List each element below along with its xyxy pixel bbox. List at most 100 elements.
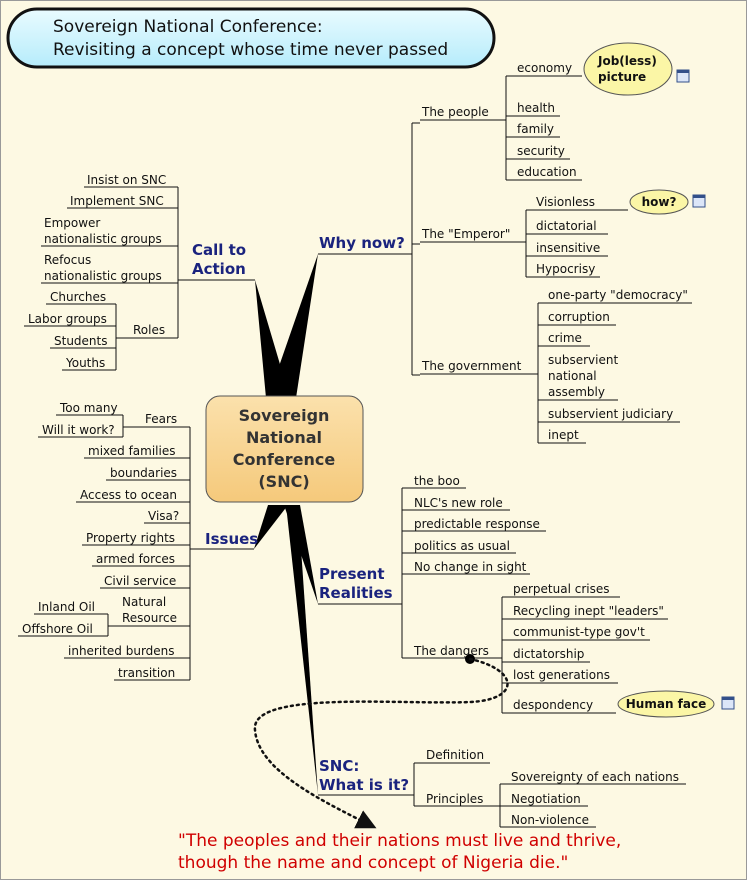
item-non-violence[interactable]: Non-violence <box>511 813 589 827</box>
item-offshore-oil[interactable]: Offshore Oil <box>22 622 93 636</box>
subtopic-roles[interactable]: Roles <box>133 323 165 337</box>
topic-snc[interactable]: SNC: <box>319 757 359 775</box>
branch-call-to-action: Call to Action Insist on SNC Implement S… <box>24 173 255 371</box>
topic-issues[interactable]: Issues <box>205 530 258 548</box>
subtopic-fears[interactable]: Fears <box>145 412 177 426</box>
topic-call-to-action-2[interactable]: Action <box>192 260 246 278</box>
quote-line-2: though the name and concept of Nigeria d… <box>178 853 568 873</box>
svg-text:Human face: Human face <box>626 697 706 711</box>
item-property-rights[interactable]: Property rights <box>86 531 175 545</box>
branch-why-now: Why now? The people economy health famil… <box>318 42 706 444</box>
item-the-boo[interactable]: the boo <box>414 474 460 488</box>
bubble-human-face[interactable]: Human face <box>617 690 715 718</box>
subtopic-the-emperor[interactable]: The "Emperor" <box>421 227 510 241</box>
item-inept[interactable]: inept <box>548 428 579 442</box>
item-labor-groups[interactable]: Labor groups <box>28 312 107 326</box>
bubble-jobless-picture[interactable]: Job(less) picture <box>583 42 673 96</box>
subtopic-the-government[interactable]: The government <box>421 359 522 373</box>
item-definition[interactable]: Definition <box>426 748 484 762</box>
item-nlcs-new-role[interactable]: NLC's new role <box>414 496 503 510</box>
item-recycling-inept-leaders[interactable]: Recycling inept "leaders" <box>513 604 664 618</box>
svg-text:picture: picture <box>598 70 646 84</box>
topic-realities[interactable]: Realities <box>319 584 393 602</box>
item-implement-snc[interactable]: Implement SNC <box>70 194 164 208</box>
item-nationalistic-groups-2[interactable]: nationalistic groups <box>44 269 162 283</box>
note-icon[interactable] <box>676 69 690 83</box>
item-boundaries[interactable]: boundaries <box>110 466 177 480</box>
subtopic-the-people[interactable]: The people <box>421 105 489 119</box>
item-students[interactable]: Students <box>54 334 108 348</box>
item-economy[interactable]: economy <box>517 61 572 75</box>
item-subservient-judiciary[interactable]: subservient judiciary <box>548 407 673 421</box>
bubble-how[interactable]: how? <box>629 189 689 215</box>
item-education[interactable]: education <box>517 165 577 179</box>
item-access-to-ocean[interactable]: Access to ocean <box>80 488 177 502</box>
item-health[interactable]: health <box>517 101 555 115</box>
relationship-arrow[interactable] <box>253 654 509 829</box>
item-sovereignty-of-each-nations[interactable]: Sovereignty of each nations <box>511 770 679 784</box>
subtopic-the-dangers[interactable]: The dangers <box>413 644 489 658</box>
title-bubble[interactable]: Sovereign National Conference: Revisitin… <box>6 7 496 69</box>
title-line-1: Sovereign National Conference: <box>53 17 323 37</box>
item-nationalistic-groups-1[interactable]: nationalistic groups <box>44 232 162 246</box>
subtopic-resource[interactable]: Resource <box>122 611 177 625</box>
quote-line-1: "The peoples and their nations must live… <box>178 831 621 851</box>
item-too-many[interactable]: Too many <box>59 401 118 415</box>
item-negotiation[interactable]: Negotiation <box>511 792 581 806</box>
item-inherited-burdens[interactable]: inherited burdens <box>68 644 175 658</box>
branch-present-realities: Present Realities the boo NLC's new role… <box>318 474 735 718</box>
note-icon[interactable] <box>721 696 735 710</box>
item-churches[interactable]: Churches <box>50 290 106 304</box>
item-transition[interactable]: transition <box>118 666 175 680</box>
subtopic-principles[interactable]: Principles <box>426 792 483 806</box>
item-no-change-in-sight[interactable]: No change in sight <box>414 560 527 574</box>
item-perpetual-crises[interactable]: perpetual crises <box>513 582 610 596</box>
item-inland-oil[interactable]: Inland Oil <box>38 600 95 614</box>
item-youths[interactable]: Youths <box>65 356 105 370</box>
item-crime[interactable]: crime <box>548 331 582 345</box>
item-despondency[interactable]: despondency <box>513 698 593 712</box>
item-insensitive[interactable]: insensitive <box>536 241 600 255</box>
item-predictable-response[interactable]: predictable response <box>414 517 540 531</box>
item-armed-forces[interactable]: armed forces <box>96 552 175 566</box>
svg-text:Job(less): Job(less) <box>597 54 657 68</box>
svg-text:how?: how? <box>642 195 677 209</box>
item-insist-on-snc[interactable]: Insist on SNC <box>87 173 166 187</box>
center-line-1: Sovereign <box>239 406 330 425</box>
item-politics-as-usual[interactable]: politics as usual <box>414 539 510 553</box>
center-line-4: (SNC) <box>258 472 309 491</box>
topic-call-to-action-1[interactable]: Call to <box>192 241 246 259</box>
center-line-2: National <box>246 428 322 447</box>
center-line-3: Conference <box>233 450 336 469</box>
item-family[interactable]: family <box>517 122 554 136</box>
item-refocus[interactable]: Refocus <box>44 253 91 267</box>
item-assembly[interactable]: assembly <box>548 385 605 399</box>
item-lost-generations[interactable]: lost generations <box>513 668 610 682</box>
item-visa[interactable]: Visa? <box>148 509 179 523</box>
note-icon[interactable] <box>692 194 706 208</box>
branch-issues: Issues Fears Too many Will it work? mixe… <box>18 401 258 681</box>
item-hypocrisy[interactable]: Hypocrisy <box>536 262 595 276</box>
topic-present[interactable]: Present <box>319 565 385 583</box>
center-topic[interactable]: Sovereign National Conference (SNC) <box>205 395 364 503</box>
item-one-party-democracy[interactable]: one-party "democracy" <box>548 288 688 302</box>
item-empower[interactable]: Empower <box>44 216 100 230</box>
topic-what-is-it[interactable]: What is it? <box>319 776 409 794</box>
topic-why-now[interactable]: Why now? <box>319 234 405 252</box>
item-dictatorship[interactable]: dictatorship <box>513 647 584 661</box>
item-visionless[interactable]: Visionless <box>536 195 595 209</box>
item-subservient-1[interactable]: subservient <box>548 353 618 367</box>
item-mixed-families[interactable]: mixed families <box>88 444 175 458</box>
main-connectors <box>254 254 318 795</box>
subtopic-natural[interactable]: Natural <box>122 595 166 609</box>
item-civil-service[interactable]: Civil service <box>104 574 176 588</box>
quote: "The peoples and their nations must live… <box>178 831 621 873</box>
item-national[interactable]: national <box>548 369 597 383</box>
item-will-it-work[interactable]: Will it work? <box>42 423 115 437</box>
item-security[interactable]: security <box>517 144 565 158</box>
title-line-2: Revisiting a concept whose time never pa… <box>53 40 448 60</box>
item-communist-type-govt[interactable]: communist-type gov't <box>513 625 645 639</box>
item-dictatorial[interactable]: dictatorial <box>536 219 597 233</box>
item-corruption[interactable]: corruption <box>548 310 610 324</box>
